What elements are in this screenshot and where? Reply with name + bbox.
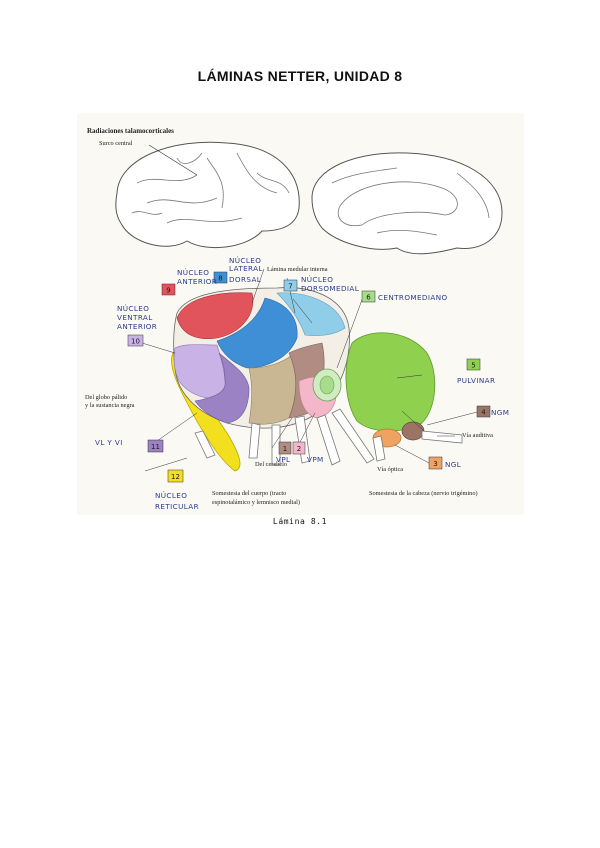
svg-text:4: 4: [481, 409, 486, 417]
page-title: LÁMINAS NETTER, UNIDAD 8: [0, 68, 600, 84]
number-box-vl-vi: 11: [148, 440, 163, 452]
label-ventral-anterior-2: VENTRAL: [117, 313, 153, 322]
label-via-optica: Vía óptica: [377, 466, 403, 473]
svg-text:11: 11: [151, 443, 160, 451]
label-nucleo-anterior-1: NÚCLEO: [177, 268, 209, 277]
label-surco-central: Surco central: [99, 140, 133, 147]
label-somestesia-cabeza: Somestesia de la cabeza (nervio trigémin…: [369, 490, 478, 497]
label-pulvinar: PULVINAR: [457, 376, 495, 385]
label-reticular-2: RETICULAR: [155, 502, 199, 511]
figure-caption: Lámina 8.1: [0, 517, 600, 526]
label-radiaciones: Radiaciones talamocorticales: [87, 127, 174, 135]
pulvinar-region: [346, 333, 435, 431]
label-nucleo-dorsomedial-2: DORSOMEDIAL: [301, 284, 359, 293]
label-ngm: NGM: [491, 408, 509, 417]
centromediano-core: [320, 376, 334, 394]
label-globo-palido-2: y la sustancia negra: [85, 402, 135, 409]
thalamus-figure: 9 8 7 6 10 11 12 5 4 3 2 1: [77, 113, 524, 515]
label-ngl: NGL: [445, 460, 461, 469]
number-box-ventral-anterior: 10: [128, 335, 143, 346]
ngm-region: [402, 422, 424, 440]
label-vpm: VPM: [307, 455, 324, 464]
svg-text:2: 2: [297, 445, 301, 453]
label-globo-palido-1: Del globo pálido: [85, 394, 127, 401]
svg-text:10: 10: [131, 338, 140, 346]
svg-text:1: 1: [283, 445, 287, 453]
label-vl-vi: VL Y VI: [95, 438, 123, 447]
label-nucleo-dorsomedial-1: NÚCLEO: [301, 275, 333, 284]
label-somestesia-cuerpo-1: Somestesia del cuerpo (tracto: [212, 490, 286, 497]
number-box-dorsomedial: 7: [284, 280, 297, 291]
number-box-vpl: 1: [279, 442, 291, 454]
label-nucleo-lateral-3: DORSAL: [229, 275, 261, 284]
label-ventral-anterior-1: NÚCLEO: [117, 304, 149, 313]
thalamus-illustration: 9 8 7 6 10 11 12 5 4 3 2 1: [77, 113, 524, 515]
label-via-auditiva: Vía auditiva: [462, 432, 493, 439]
label-nucleo-anterior-2: ANTERIOR: [177, 277, 217, 286]
svg-text:8: 8: [218, 275, 222, 283]
svg-text:5: 5: [471, 362, 475, 370]
label-nucleo-lateral-2: LATERAL: [229, 264, 263, 273]
label-somestesia-cuerpo-2: espinotalámico y lemnisco medial): [212, 499, 300, 506]
number-box-centromediano: 6: [362, 291, 375, 302]
label-centromediano: CENTROMEDIANO: [378, 293, 448, 302]
svg-text:12: 12: [171, 473, 180, 481]
number-box-reticular: 12: [168, 470, 183, 482]
number-box-vpm: 2: [293, 442, 305, 454]
number-box-pulvinar: 5: [467, 359, 480, 370]
svg-text:7: 7: [288, 283, 292, 291]
svg-text:3: 3: [433, 460, 437, 468]
number-box-ngm: 4: [477, 406, 490, 417]
number-box-ngl: 3: [429, 457, 442, 469]
svg-text:9: 9: [166, 287, 170, 295]
label-ventral-anterior-3: ANTERIOR: [117, 322, 157, 331]
number-box-anterior: 9: [162, 284, 175, 295]
label-reticular-1: NÚCLEO: [155, 491, 187, 500]
label-vpl: VPL: [276, 455, 290, 464]
svg-text:6: 6: [366, 294, 371, 302]
label-lamina-medular: Lámina medular interna: [267, 266, 328, 273]
